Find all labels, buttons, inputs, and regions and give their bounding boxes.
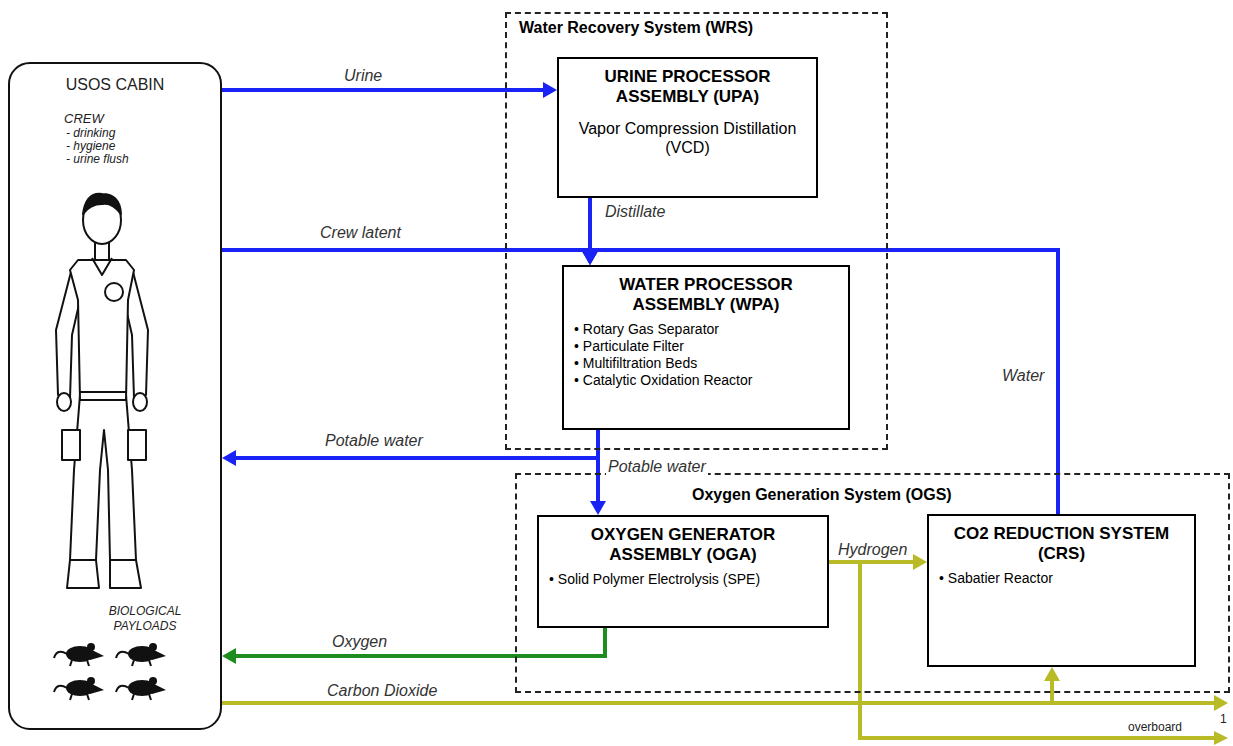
box-title: URINE PROCESSOR ASSEMBLY (UPA): [569, 67, 806, 107]
footnote-number: 1: [1220, 713, 1227, 726]
system-region: Water Recovery System (WRS) URINE PROCESS…: [505, 12, 888, 450]
rat-icon: [116, 677, 166, 700]
flow-label: Carbon Dioxide: [325, 683, 439, 699]
arrow-head: [1044, 667, 1060, 681]
crew-item: - drinking: [66, 127, 115, 140]
bullet-item: • Sabatier Reactor: [939, 570, 1184, 587]
flow-label: Potable water: [323, 433, 425, 449]
flow-arrow: [222, 667, 1060, 703]
overboard-note: overboard: [1128, 721, 1182, 734]
arrow-head: [1214, 695, 1228, 711]
region-title: Water Recovery System (WRS): [519, 18, 874, 38]
bullet-item: • Catalytic Oxidation Reactor: [574, 372, 838, 389]
arrow-head: [590, 501, 606, 515]
box-title: CO2 REDUCTION SYSTEM (CRS): [939, 524, 1184, 564]
flow-arrow: [222, 628, 605, 664]
flow-line: [829, 560, 915, 564]
flow-line: [222, 250, 590, 253]
flow-line: [588, 198, 592, 253]
flow-arrow: [222, 430, 598, 466]
payload-label: BIOLOGICAL PAYLOADS: [90, 604, 200, 634]
box-title: WATER PROCESSOR ASSEMBLY (WPA): [574, 275, 838, 315]
arrow-head: [913, 554, 927, 570]
flow-line: [234, 628, 605, 656]
flow-label: Water: [1000, 368, 1046, 384]
arrow-head: [582, 251, 598, 265]
process-box: CO2 REDUCTION SYSTEM (CRS) • Sabatier Rea…: [927, 514, 1196, 667]
flow-label: Urine: [342, 68, 384, 84]
box-title: OXYGEN GENERATOR ASSEMBLY (OGA): [549, 525, 817, 565]
arrow-head: [222, 648, 236, 664]
process-box: OXYGEN GENERATOR ASSEMBLY (OGA) • Solid P…: [537, 515, 829, 628]
system-region: Oxygen Generation System (OGS) OXYGEN GEN…: [515, 473, 1230, 693]
crew-item: - hygiene: [66, 140, 115, 153]
arrow-head: [1214, 731, 1228, 745]
arrow-head: [582, 251, 598, 265]
arrow-head: [222, 450, 236, 466]
box-body: Vapor Compression Distillation (VCD): [569, 119, 806, 157]
bullet-item: • Solid Polymer Electrolysis (SPE): [549, 571, 817, 588]
arrow-head: [582, 251, 598, 265]
flow-label: Potable water: [606, 459, 708, 475]
region-title: Oxygen Generation System (OGS): [692, 485, 1216, 505]
process-box: URINE PROCESSOR ASSEMBLY (UPA) Vapor Comp…: [557, 57, 818, 198]
flow-line: [596, 430, 600, 503]
crew-figure: [56, 194, 148, 588]
flow-label: Distillate: [603, 204, 667, 220]
rat-icon: [54, 643, 104, 666]
flow-line: [234, 430, 598, 458]
bullet-item: • Multifiltration Beds: [574, 355, 838, 372]
flow-arrow: [582, 198, 598, 265]
flow-label: Hydrogen: [836, 542, 909, 558]
cabin-box: USOS CABIN CREW- drinking- hygiene- urine…: [8, 62, 222, 730]
arrow-head: [543, 82, 557, 98]
bullet-item: • Particulate Filter: [574, 338, 838, 355]
process-box: WATER PROCESSOR ASSEMBLY (WPA) • Rotary G…: [562, 265, 850, 430]
crew-heading: CREW: [64, 112, 104, 126]
flow-label: Crew latent: [318, 225, 403, 241]
cabin-title: USOS CABIN: [10, 76, 220, 94]
flow-label: Oxygen: [330, 634, 389, 650]
flow-line: [222, 88, 545, 92]
rat-icon: [54, 677, 104, 700]
flow-arrow: [222, 250, 598, 265]
rat-icon: [116, 643, 166, 666]
bullet-item: • Rotary Gas Separator: [574, 321, 838, 338]
flow-line: [222, 679, 1052, 703]
crew-item: - urine flush: [66, 153, 129, 166]
